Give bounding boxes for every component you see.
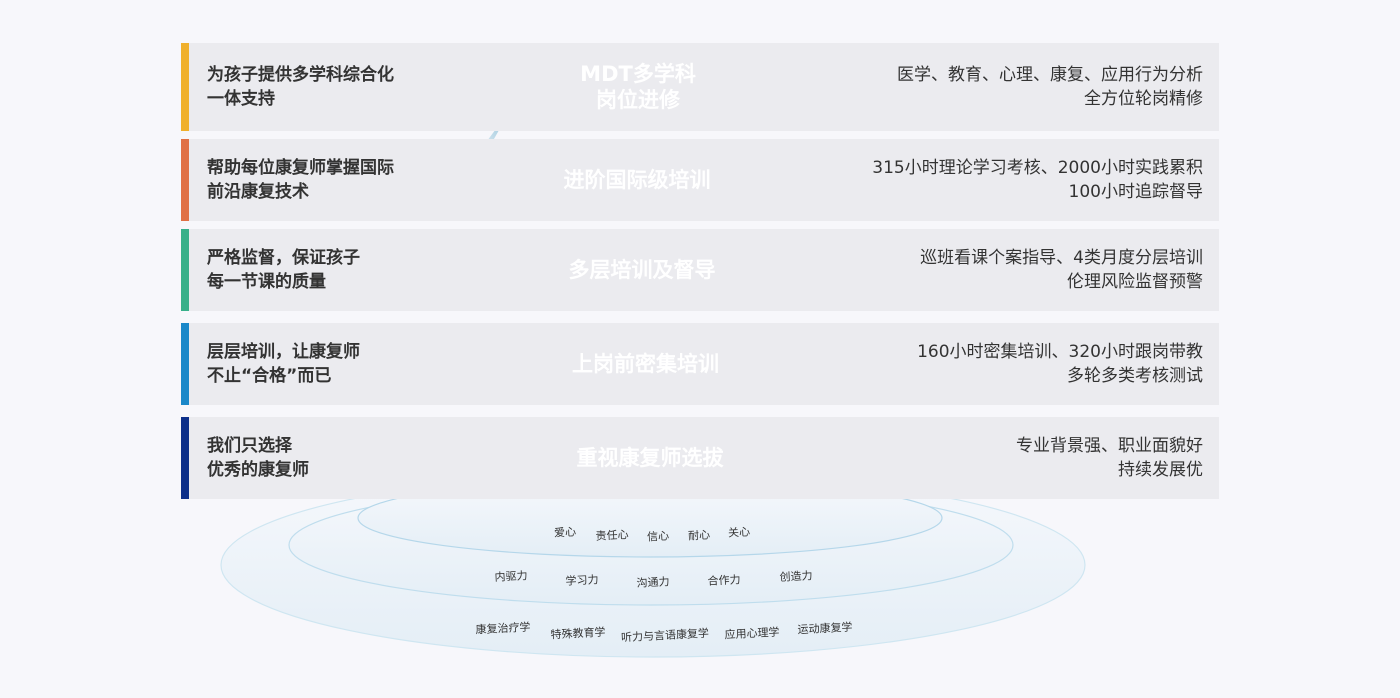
tier-title: MDT多学科岗位进修: [580, 61, 696, 113]
foundation-virtue-label: 爱心: [553, 525, 577, 540]
foundation-ellipses: [220, 472, 1086, 658]
tier-title-line: 上岗前密集培训: [572, 352, 719, 376]
tier-title: 上岗前密集培训: [572, 351, 719, 377]
foundation-abilitie-label: 内驱力: [494, 569, 528, 584]
tier-title: 进阶国际级培训: [564, 167, 711, 193]
tier-detail-line: 伦理风险监督预警: [1067, 272, 1203, 292]
foundation-abilitie-label: 合作力: [707, 573, 741, 588]
tier-row: 我们只选择优秀的康复师 专业背景强、职业面貌好持续发展优: [181, 417, 1219, 499]
tier-goal-line: 不止“合格”而已: [207, 366, 332, 386]
foundation-virtue-label: 信心: [646, 529, 670, 544]
foundation-abilitie-label: 创造力: [779, 569, 813, 584]
tier-goal-line: 帮助每位康复师掌握国际: [207, 158, 394, 178]
tier-detail: 巡班看课个案指导、4类月度分层培训伦理风险监督预警: [920, 246, 1203, 294]
tier-title-line: MDT多学科: [580, 62, 696, 86]
tier-title-line: 多层培训及督导: [568, 258, 716, 282]
foundation-virtue-label: 关心: [727, 525, 751, 540]
tier-goal-line: 一体支持: [207, 89, 275, 109]
foundation-discipline-label: 应用心理学: [724, 625, 780, 642]
tier-accent-bar: [181, 139, 189, 221]
tier-detail: 医学、教育、心理、康复、应用行为分析全方位轮岗精修: [897, 63, 1203, 111]
foundation-discipline-label: 运动康复学: [797, 620, 853, 637]
tier-goal-line: 前沿康复技术: [207, 182, 309, 202]
tier-accent-bar: [181, 417, 189, 499]
tier-detail-line: 巡班看课个案指导、4类月度分层培训: [920, 248, 1203, 268]
tier-accent-bar: [181, 229, 189, 311]
tier-goal-line: 优秀的康复师: [207, 460, 309, 480]
tier-detail-line: 315小时理论学习考核、2000小时实践累积: [872, 158, 1203, 178]
tier-row: 为孩子提供多学科综合化一体支持 医学、教育、心理、康复、应用行为分析全方位轮岗精修: [181, 43, 1219, 131]
tier-goal: 层层培训，让康复师不止“合格”而已: [207, 340, 360, 388]
tier-title-line: 重视康复师选拔: [576, 446, 724, 470]
tier-row: 层层培训，让康复师不止“合格”而已 160小时密集培训、320小时跟岗带教多轮多类…: [181, 323, 1219, 405]
foundation-discipline-label: 康复治疗学: [475, 620, 531, 637]
tier-goal-line: 为孩子提供多学科综合化: [207, 65, 394, 85]
tier-goal-line: 层层培训，让康复师: [207, 342, 360, 362]
tier-title-line: 进阶国际级培训: [563, 168, 711, 192]
tier-goal-line: 严格监督，保证孩子: [207, 248, 360, 268]
tier-title-line: 岗位进修: [596, 88, 680, 112]
tier-goal-line: 我们只选择: [207, 436, 292, 456]
tier-row: 帮助每位康复师掌握国际前沿康复技术 315小时理论学习考核、2000小时实践累积 1…: [181, 139, 1219, 221]
foundation-discipline-label: 特殊教育学: [550, 625, 606, 642]
foundation-abilitie-label: 学习力: [565, 573, 599, 588]
tier-goal-line: 每一节课的质量: [207, 272, 326, 292]
foundation-abilitie-label: 沟通力: [636, 575, 670, 590]
tier-detail: 160小时密集培训、320小时跟岗带教多轮多类考核测试: [917, 340, 1203, 388]
tier-title: 多层培训及督导: [569, 257, 716, 283]
tier-accent-bar: [181, 323, 189, 405]
tier-goal: 严格监督，保证孩子每一节课的质量: [207, 246, 360, 294]
tier-row: 严格监督，保证孩子每一节课的质量 巡班看课个案指导、4类月度分层培训伦理风险监督预…: [181, 229, 1219, 311]
tier-goal: 我们只选择优秀的康复师: [207, 434, 309, 482]
tier-detail-line: 160小时密集培训、320小时跟岗带教: [917, 342, 1203, 362]
tier-detail-line: 全方位轮岗精修: [1084, 89, 1203, 109]
tier-detail-line: 医学、教育、心理、康复、应用行为分析: [897, 65, 1203, 85]
tier-detail: 专业背景强、职业面貌好持续发展优: [1016, 434, 1203, 482]
tier-detail-line: 持续发展优: [1118, 460, 1203, 480]
tier-title: 重视康复师选拔: [577, 445, 724, 471]
tier-detail: 315小时理论学习考核、2000小时实践累积 100小时追踪督导: [872, 156, 1203, 204]
tier-detail-line: 100小时追踪督导: [1068, 182, 1203, 202]
foundation-virtue-label: 耐心: [687, 528, 711, 543]
tier-goal: 帮助每位康复师掌握国际前沿康复技术: [207, 156, 394, 204]
tier-detail-line: 专业背景强、职业面貌好: [1016, 436, 1203, 456]
tier-goal: 为孩子提供多学科综合化一体支持: [207, 63, 394, 111]
tier-accent-bar: [181, 43, 189, 131]
foundation-virtue-label: 责任心: [595, 528, 629, 543]
tier-detail-line: 多轮多类考核测试: [1067, 366, 1203, 386]
